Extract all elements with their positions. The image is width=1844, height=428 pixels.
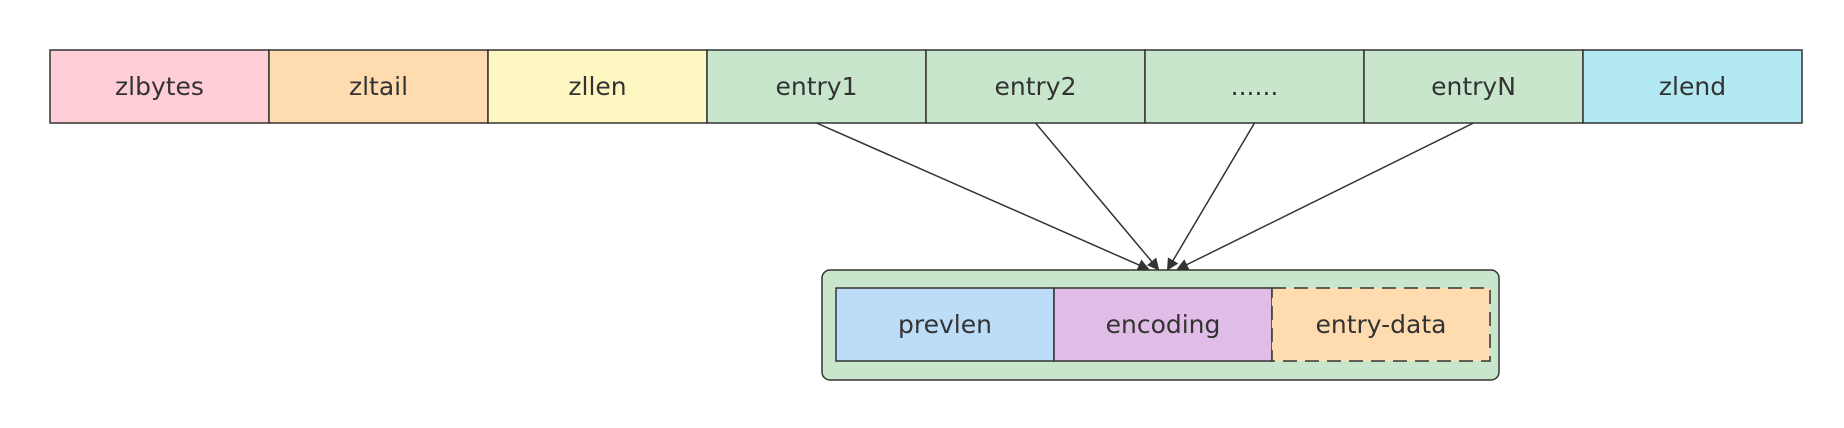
entry-structure: prevlen encoding entry-data — [821, 269, 1500, 381]
entry-field-label: encoding — [1106, 310, 1221, 339]
entry-field-prevlen: prevlen — [835, 287, 1055, 362]
ziplist-cell-box — [268, 49, 489, 124]
arrow-entry1 — [816, 122, 1150, 271]
entry-field-label: entry-data — [1316, 310, 1447, 339]
entry-field-label: prevlen — [898, 310, 992, 339]
ziplist-cell-label: zlbytes — [115, 72, 204, 101]
ziplist-cell-label: zllen — [568, 72, 626, 101]
entry-fields: prevlen encoding entry-data — [835, 287, 1491, 362]
arrow- — [1166, 122, 1256, 271]
ziplist-cell-label: zlend — [1659, 72, 1726, 101]
ziplist-cell-zlend: zlend — [1582, 49, 1803, 124]
entry-field-box — [1271, 287, 1491, 362]
entry-field-box — [1053, 287, 1273, 362]
ziplist-cell-entry2: entry2 — [925, 49, 1146, 124]
entry-arrows — [816, 122, 1474, 271]
ziplist-cell-label: entryN — [1431, 72, 1516, 101]
ziplist-cell-entry1: entry1 — [706, 49, 927, 124]
ziplist-cell-box — [487, 49, 708, 124]
ziplist-cell-entryn: entryN — [1363, 49, 1584, 124]
ziplist-cell-zllen: zllen — [487, 49, 708, 124]
entry-field-encoding: encoding — [1053, 287, 1273, 362]
arrow-entryn — [1176, 122, 1474, 270]
ziplist-cell-box — [706, 49, 927, 124]
ziplist-cell-box — [49, 49, 270, 124]
ziplist-cell-ellipsis: ...... — [1144, 49, 1365, 124]
entry-field-box — [835, 287, 1055, 362]
ziplist-cell-zltail: zltail — [268, 49, 489, 124]
ziplist-cell-label: zltail — [349, 72, 408, 101]
ziplist-cell-zlbytes: zlbytes — [49, 49, 270, 124]
arrow-entry2 — [1034, 122, 1160, 271]
ziplist-cell-label: entry1 — [775, 72, 857, 101]
ziplist-cell-box — [1582, 49, 1803, 124]
ziplist-cell-label: ...... — [1231, 72, 1279, 101]
ziplist-cell-label: entry2 — [994, 72, 1076, 101]
entry-field-entry-data: entry-data — [1271, 287, 1491, 362]
ziplist-cell-box — [1144, 49, 1365, 124]
ziplist-cell-box — [925, 49, 1146, 124]
ziplist-row: zlbytes zltail zllen entry1 entry2...... entr… — [49, 49, 1803, 124]
